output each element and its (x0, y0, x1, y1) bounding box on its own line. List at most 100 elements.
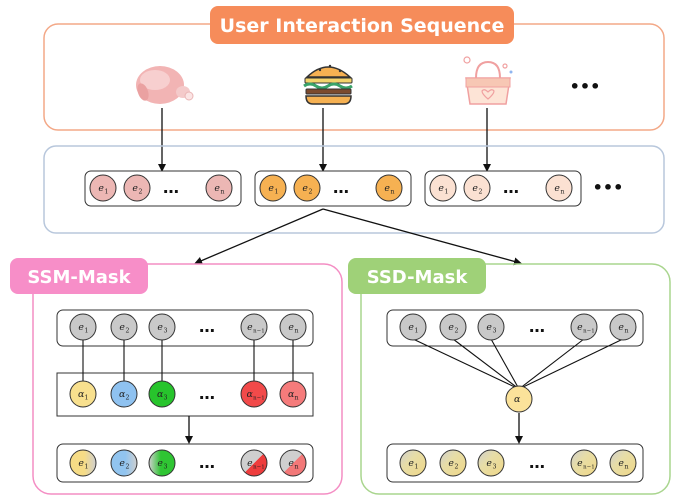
embedding-node-g2-1-label: e (268, 183, 274, 194)
ssm-input-node-5-subscript: n−1 (253, 328, 265, 334)
ssm-output-node-4-label: … (199, 453, 215, 472)
embedding-node-g1-4-subscript: n (220, 188, 224, 195)
ssd-input-node-4: … (529, 317, 545, 336)
ssm-alpha-node-6-label: α (288, 389, 295, 400)
ssd-input-node-4-label: … (529, 317, 545, 336)
embedding-node-g1-4-label: e (214, 183, 220, 194)
ssd-input-node-6-label: e (618, 322, 624, 333)
ssm-output-node-1-label: e (78, 458, 84, 469)
embedding-group-1 (84, 170, 242, 207)
ssd-title-badge (348, 258, 486, 294)
embedding-node-g2-2-subscript: 2 (308, 188, 312, 195)
ssm-input-node-6-subscript: n (294, 327, 298, 334)
ssm-input-node-1-subscript: 1 (84, 327, 88, 334)
ssm-alpha-node-4: … (199, 384, 215, 403)
ssd-alpha-node: α (505, 385, 533, 413)
ssm-input-node-5-label: e (247, 322, 253, 333)
ssd-input-node-5-label: e (577, 322, 583, 333)
ssd-link-3 (490, 338, 520, 390)
ssd-output-node-5-subscript: n−1 (583, 464, 595, 470)
embedding-node-g2-4-subscript: n (390, 188, 394, 195)
ssm-output-node-5-subscript: n−1 (253, 464, 265, 470)
burger-icon (303, 64, 353, 105)
ssm-output-node-5-label: e (247, 458, 253, 469)
ssd-title: SSD-Mask (367, 267, 469, 288)
more-items-ellipsis: ••• (570, 77, 601, 96)
ssm-output-node-1-subscript: 1 (84, 463, 88, 470)
ssd-input-node-2-label: e (448, 322, 454, 333)
ssm-output-node-6-label: e (288, 458, 294, 469)
embedding-node-g2-3: … (333, 178, 349, 197)
embedding-node-g3-3: … (503, 178, 519, 197)
embedding-node-g1-3-label: … (163, 178, 179, 197)
ssm-alpha-row (56, 372, 314, 417)
chicken-icon (136, 66, 194, 104)
ssd-output-node-4: … (529, 453, 545, 472)
arrow-to-ssm-panel (194, 208, 324, 265)
ssm-output-node-2-subscript: 2 (125, 463, 129, 470)
ssd-input-node-5-subscript: n−1 (583, 328, 595, 334)
ssm-alpha-node-3-label: α (157, 389, 164, 400)
ssm-output-node-3-label: e (157, 458, 163, 469)
embedding-node-g3-2-subscript: 2 (478, 188, 482, 195)
ssm-input-node-4: … (199, 317, 215, 336)
embedding-node-g3-1-label: e (438, 183, 444, 194)
ssm-input-node-2-label: e (119, 322, 125, 333)
embedding-panel (43, 145, 665, 234)
ssd-output-node-5-label: e (577, 458, 583, 469)
embedding-node-g3-2-label: e (472, 183, 478, 194)
handbag-icon (463, 56, 513, 105)
ssd-output-node-6-subscript: n (624, 463, 628, 470)
ssd-output-node-2-subscript: 2 (454, 463, 458, 470)
ssd-input-node-3-label: e (486, 322, 492, 333)
embedding-group-3 (424, 170, 582, 207)
ssm-alpha-node-2-label: α (119, 389, 126, 400)
ssm-input-node-2-subscript: 2 (125, 327, 129, 334)
ssm-alpha-node-1-subscript: 1 (84, 394, 88, 401)
ssm-alpha-node-2-subscript: 2 (125, 394, 129, 401)
ssm-alpha-node-3-subscript: 3 (163, 394, 167, 401)
ssd-output-node-1-label: e (408, 458, 414, 469)
ssm-alpha-node-1-label: α (78, 389, 85, 400)
ssd-input-node-1-label: e (408, 322, 414, 333)
ssm-alpha-node-5-subscript: n−1 (253, 395, 265, 401)
ssm-input-node-1-label: e (78, 322, 84, 333)
embedding-node-g3-4-subscript: n (560, 188, 564, 195)
embedding-node-g1-1-label: e (98, 183, 104, 194)
embedding-node-g2-3-label: … (333, 178, 349, 197)
ssd-link-6 (518, 338, 624, 390)
more-groups-ellipsis: ••• (593, 178, 624, 197)
ssm-panel (32, 263, 343, 495)
ssd-link-2 (452, 338, 520, 390)
ssm-alpha-node-5-label: α (247, 389, 254, 400)
ssm-output-node-6-subscript: n (294, 463, 298, 470)
embedding-node-g2-4-label: e (384, 183, 390, 194)
ssd-output-node-1-subscript: 1 (414, 463, 418, 470)
ssd-output-node-4-label: … (529, 453, 545, 472)
embedding-node-g2-2-label: e (302, 183, 308, 194)
ssd-input-node-2-subscript: 2 (454, 327, 458, 334)
interaction-title-badge (210, 6, 514, 44)
